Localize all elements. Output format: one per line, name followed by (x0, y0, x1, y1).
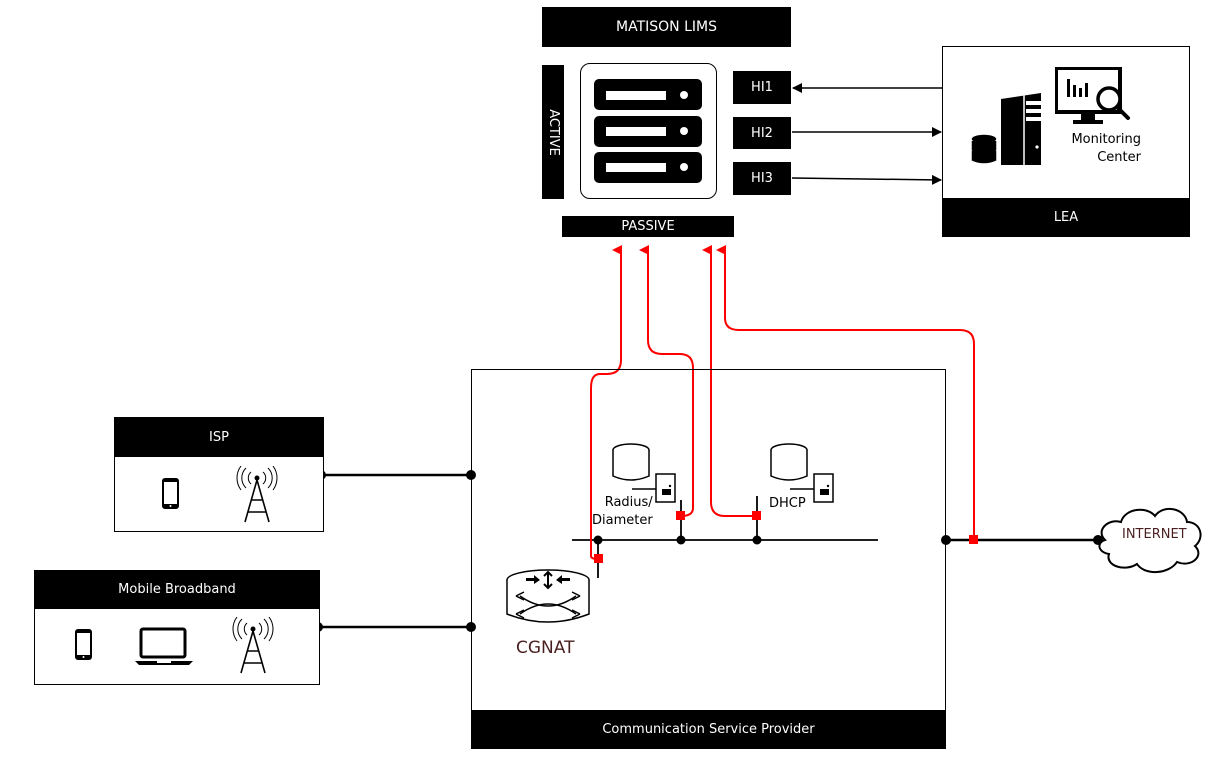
hi2-box: HI2 (733, 117, 791, 149)
lims-title: MATISON LIMS (616, 19, 717, 35)
hi1-box: HI1 (733, 71, 791, 104)
hi2-label: HI2 (751, 125, 773, 141)
hi3-label: HI3 (751, 171, 773, 186)
radio-tower-icon (232, 617, 274, 674)
lims-title-bar: MATISON LIMS (542, 7, 791, 47)
isp-box: ISP (114, 417, 324, 532)
internet-cloud-icon (1098, 507, 1202, 573)
tap-point-cgnat (594, 554, 603, 563)
tap-point-radius (676, 511, 685, 520)
lea-box: Monitoring Center LEA (942, 46, 1190, 237)
hi3-arrow (791, 174, 942, 185)
tap-line-internet (716, 245, 975, 540)
active-bar: ACTIVE (542, 65, 564, 199)
isp-title: ISP (209, 429, 229, 445)
internet-label: INTERNET (1122, 527, 1187, 542)
mobile-broadband-title-bar: Mobile Broadband (34, 570, 320, 609)
tap-line-dhcp (702, 245, 757, 517)
smartphone-icon (75, 629, 92, 660)
bus-node-radius (676, 535, 686, 545)
radius-diameter-label: Radius/ Diameter (592, 495, 653, 528)
csp-title-bar: Communication Service Provider (471, 710, 946, 749)
cgnat-router-icon (506, 569, 590, 623)
passive-label: PASSIVE (621, 219, 675, 234)
csp-title: Communication Service Provider (602, 722, 815, 737)
mobile-broadband-title: Mobile Broadband (118, 582, 236, 597)
tap-point-dhcp (752, 511, 761, 520)
server-database-icon (971, 93, 1041, 165)
internet-link-node-left (941, 535, 951, 545)
dhcp-database-server-icon (770, 443, 834, 503)
dhcp-label: DHCP (769, 496, 806, 511)
monitoring-analytics-icon (1055, 67, 1130, 124)
cgnat-label: CGNAT (516, 638, 575, 658)
mobile-broadband-box: Mobile Broadband (34, 570, 320, 685)
csp-box: Communication Service Provider (471, 369, 946, 749)
bus-node-dhcp (752, 535, 762, 545)
smartphone-icon (162, 478, 179, 509)
tap-point-internet (969, 535, 978, 544)
lea-title: LEA (1053, 210, 1079, 225)
hi3-box: HI3 (733, 162, 791, 195)
radio-tower-icon (236, 466, 278, 523)
laptop-icon (135, 627, 193, 665)
hi1-label: HI1 (751, 80, 773, 95)
tap-line-radius (639, 245, 694, 517)
server-rack-icon (594, 79, 702, 183)
monitoring-center-label: Monitoring Center (1071, 132, 1141, 165)
active-label: ACTIVE (545, 108, 561, 156)
lims-server-stack (580, 63, 717, 199)
radius-database-server-icon (612, 443, 676, 503)
passive-bar: PASSIVE (562, 216, 734, 237)
lea-title-bar: LEA (942, 198, 1190, 237)
bus-node-cgnat (593, 535, 603, 545)
isp-title-bar: ISP (114, 417, 324, 457)
